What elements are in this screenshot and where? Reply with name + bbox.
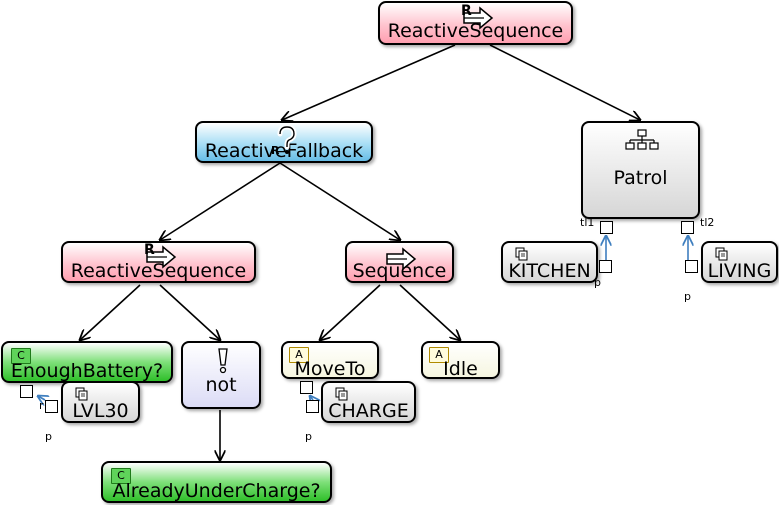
reactive-marker: R [271, 144, 280, 157]
edge-sequence-idle [399, 284, 460, 340]
node-label: ReactiveFallback [204, 140, 364, 162]
node-label: MoveTo [294, 358, 366, 380]
node-label: LIVING [707, 260, 772, 282]
condition-badge: C [11, 348, 31, 364]
port-charge-p[interactable] [306, 400, 319, 413]
stacked-pages-icon [75, 387, 88, 401]
condition-badge: C [111, 468, 131, 484]
port-kitchen-p[interactable] [599, 260, 612, 273]
node-reactive-sequence[interactable]: ReactiveSequence R [61, 241, 256, 283]
edge-root-fallback [282, 44, 456, 120]
edge-reactseq-not [159, 284, 220, 340]
node-blackboard-charge[interactable]: CHARGE [321, 381, 416, 423]
node-label: not [205, 374, 237, 396]
port-tl2[interactable] [681, 221, 694, 234]
double-arrow-icon [463, 6, 494, 30]
port-enough-r[interactable] [20, 385, 33, 398]
port-label-kitchen-p: p [594, 276, 601, 289]
port-moveto[interactable] [300, 381, 313, 394]
node-blackboard-living[interactable]: LIVING [701, 241, 778, 283]
reactive-marker: R [461, 3, 472, 19]
node-condition-already-under-charge[interactable]: C AlreadyUnderCharge? [101, 461, 332, 503]
port-label-lvl30-p: p [45, 430, 52, 443]
stacked-pages-icon [715, 247, 728, 261]
stacked-pages-icon [335, 387, 348, 401]
node-label: ReactiveSequence [387, 20, 564, 42]
exclamation-icon [218, 348, 228, 374]
port-link-lvl30 [38, 396, 45, 400]
double-arrow-icon [146, 245, 177, 269]
node-label: Sequence [352, 260, 447, 282]
edge-sequence-moveto [320, 284, 381, 340]
port-label-charge-p: p [305, 430, 312, 443]
edge-fallback-reactseq [160, 162, 281, 240]
node-label: CHARGE [328, 400, 409, 422]
port-living-p[interactable] [685, 260, 698, 273]
node-blackboard-kitchen[interactable]: KITCHEN [501, 241, 598, 283]
edge-reactseq-enough [80, 284, 141, 340]
port-label-living-p: p [684, 290, 691, 303]
node-reactive-sequence-root[interactable]: ReactiveSequence R [378, 1, 573, 45]
node-action-idle[interactable]: A Idle [421, 341, 500, 380]
node-label: KITCHEN [508, 260, 591, 282]
port-tl1[interactable] [600, 221, 613, 234]
question-mark-icon [277, 124, 297, 154]
node-label: ReactiveSequence [70, 260, 247, 282]
action-badge: A [289, 347, 309, 363]
node-label: AlreadyUnderCharge? [112, 480, 321, 502]
port-label-tl2: tl2 [700, 216, 715, 229]
node-label: LVL30 [72, 400, 129, 422]
port-link-charge [310, 396, 313, 400]
double-arrow-icon [386, 247, 417, 271]
edge-fallback-sequence [279, 162, 400, 240]
node-condition-enough-battery[interactable]: C EnoughBattery? [1, 341, 173, 383]
node-label: Patrol [613, 167, 668, 189]
port-label-tl1: tl1 [580, 216, 595, 229]
tree-hierarchy-icon [625, 129, 659, 150]
node-sequence[interactable]: Sequence [345, 241, 454, 283]
node-blackboard-lvl30[interactable]: LVL30 [61, 381, 140, 423]
node-label: EnoughBattery? [10, 360, 164, 382]
node-label: Idle [443, 358, 478, 380]
node-action-moveto[interactable]: A MoveTo [281, 341, 379, 380]
node-subtree-patrol[interactable]: Patrol [581, 121, 700, 219]
action-badge: A [429, 347, 449, 363]
edge-root-patrol [489, 44, 640, 120]
port-lvl30-p[interactable] [45, 400, 58, 413]
node-reactive-fallback[interactable]: ReactiveFallback R [195, 121, 373, 163]
stacked-pages-icon [515, 247, 528, 261]
node-decorator-not[interactable]: not [181, 341, 261, 409]
port-label-enough-r: r [39, 399, 44, 412]
reactive-marker: R [144, 242, 155, 258]
